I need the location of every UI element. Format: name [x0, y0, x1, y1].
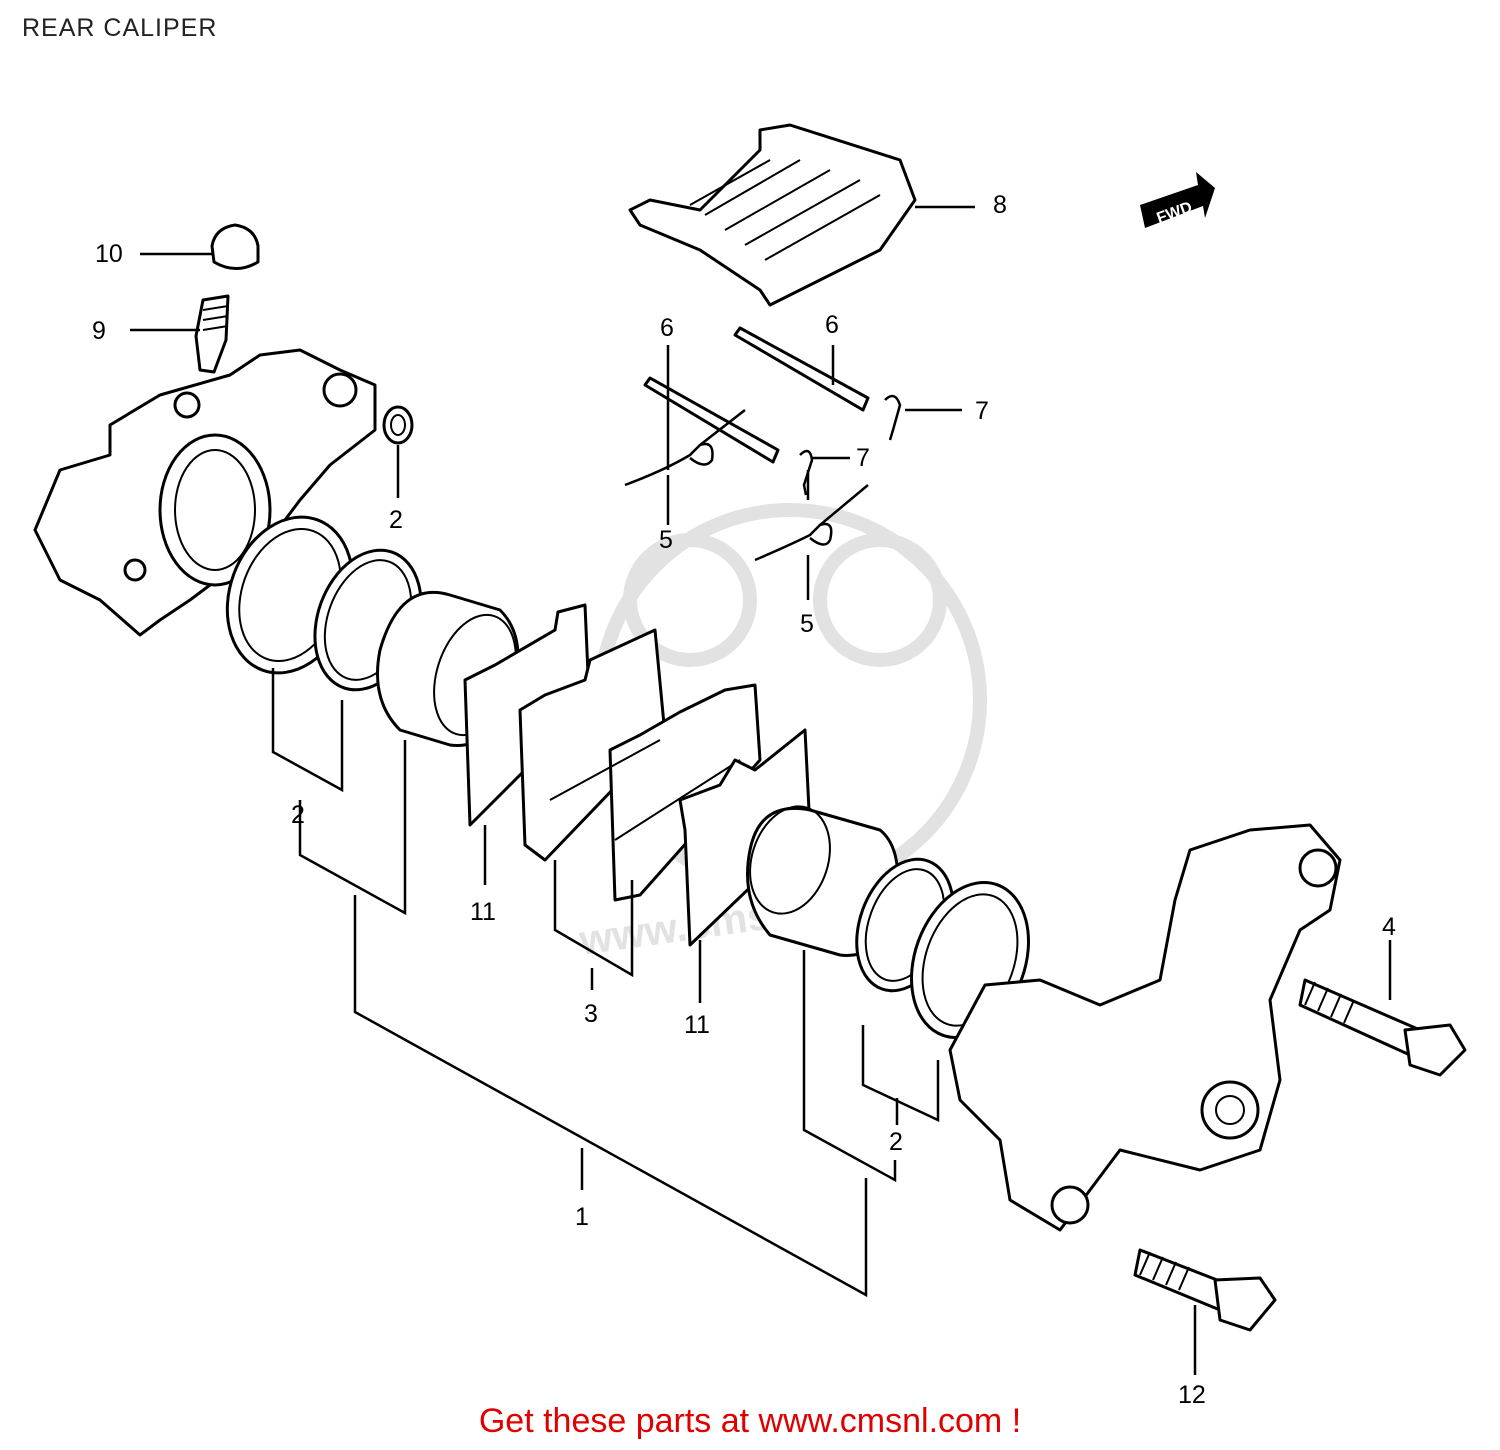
- callout-12: 12: [1178, 1381, 1206, 1409]
- callout-6b: 6: [825, 311, 839, 339]
- caliper-outer-half: [948, 823, 1342, 1232]
- pad-shim-right: [678, 728, 812, 947]
- callout-7a: 7: [975, 397, 989, 425]
- callout-2b: 2: [291, 801, 305, 829]
- callout-10: 10: [95, 240, 123, 268]
- pad-springs: [624, 409, 869, 562]
- callout-3: 3: [584, 1000, 598, 1028]
- callout-1: 1: [575, 1203, 589, 1231]
- footer-link-text[interactable]: Get these parts at www.cmsnl.com !: [478, 1402, 1022, 1440]
- callout-6a: 6: [660, 314, 674, 342]
- fwd-arrow-icon: FWD: [1140, 172, 1215, 228]
- small-seal: [382, 405, 414, 445]
- callout-11a: 11: [470, 898, 496, 926]
- pin-clips: [799, 394, 902, 496]
- callout-4: 4: [1382, 913, 1396, 941]
- pad-pins: [643, 326, 870, 464]
- callout-11b: 11: [684, 1011, 710, 1039]
- page-title: REAR CALIPER: [22, 14, 218, 42]
- caliper-bolt-4: [1298, 978, 1467, 1077]
- brake-pads: [518, 628, 762, 902]
- callout-2c: 2: [889, 1128, 903, 1156]
- callout-8: 8: [993, 191, 1007, 219]
- leader-lines: [130, 205, 1392, 1375]
- callout-5b: 5: [800, 610, 814, 638]
- callout-9: 9: [92, 317, 106, 345]
- caliper-inner-half: [33, 348, 377, 637]
- pad-cover: [628, 123, 917, 307]
- callout-2a: 2: [389, 506, 403, 534]
- bleeder-valve: [194, 294, 230, 374]
- callout-5a: 5: [659, 526, 673, 554]
- caliper-bolt-12: [1133, 1248, 1277, 1332]
- bleeder-cap: [210, 223, 260, 270]
- callout-7b: 7: [856, 444, 870, 472]
